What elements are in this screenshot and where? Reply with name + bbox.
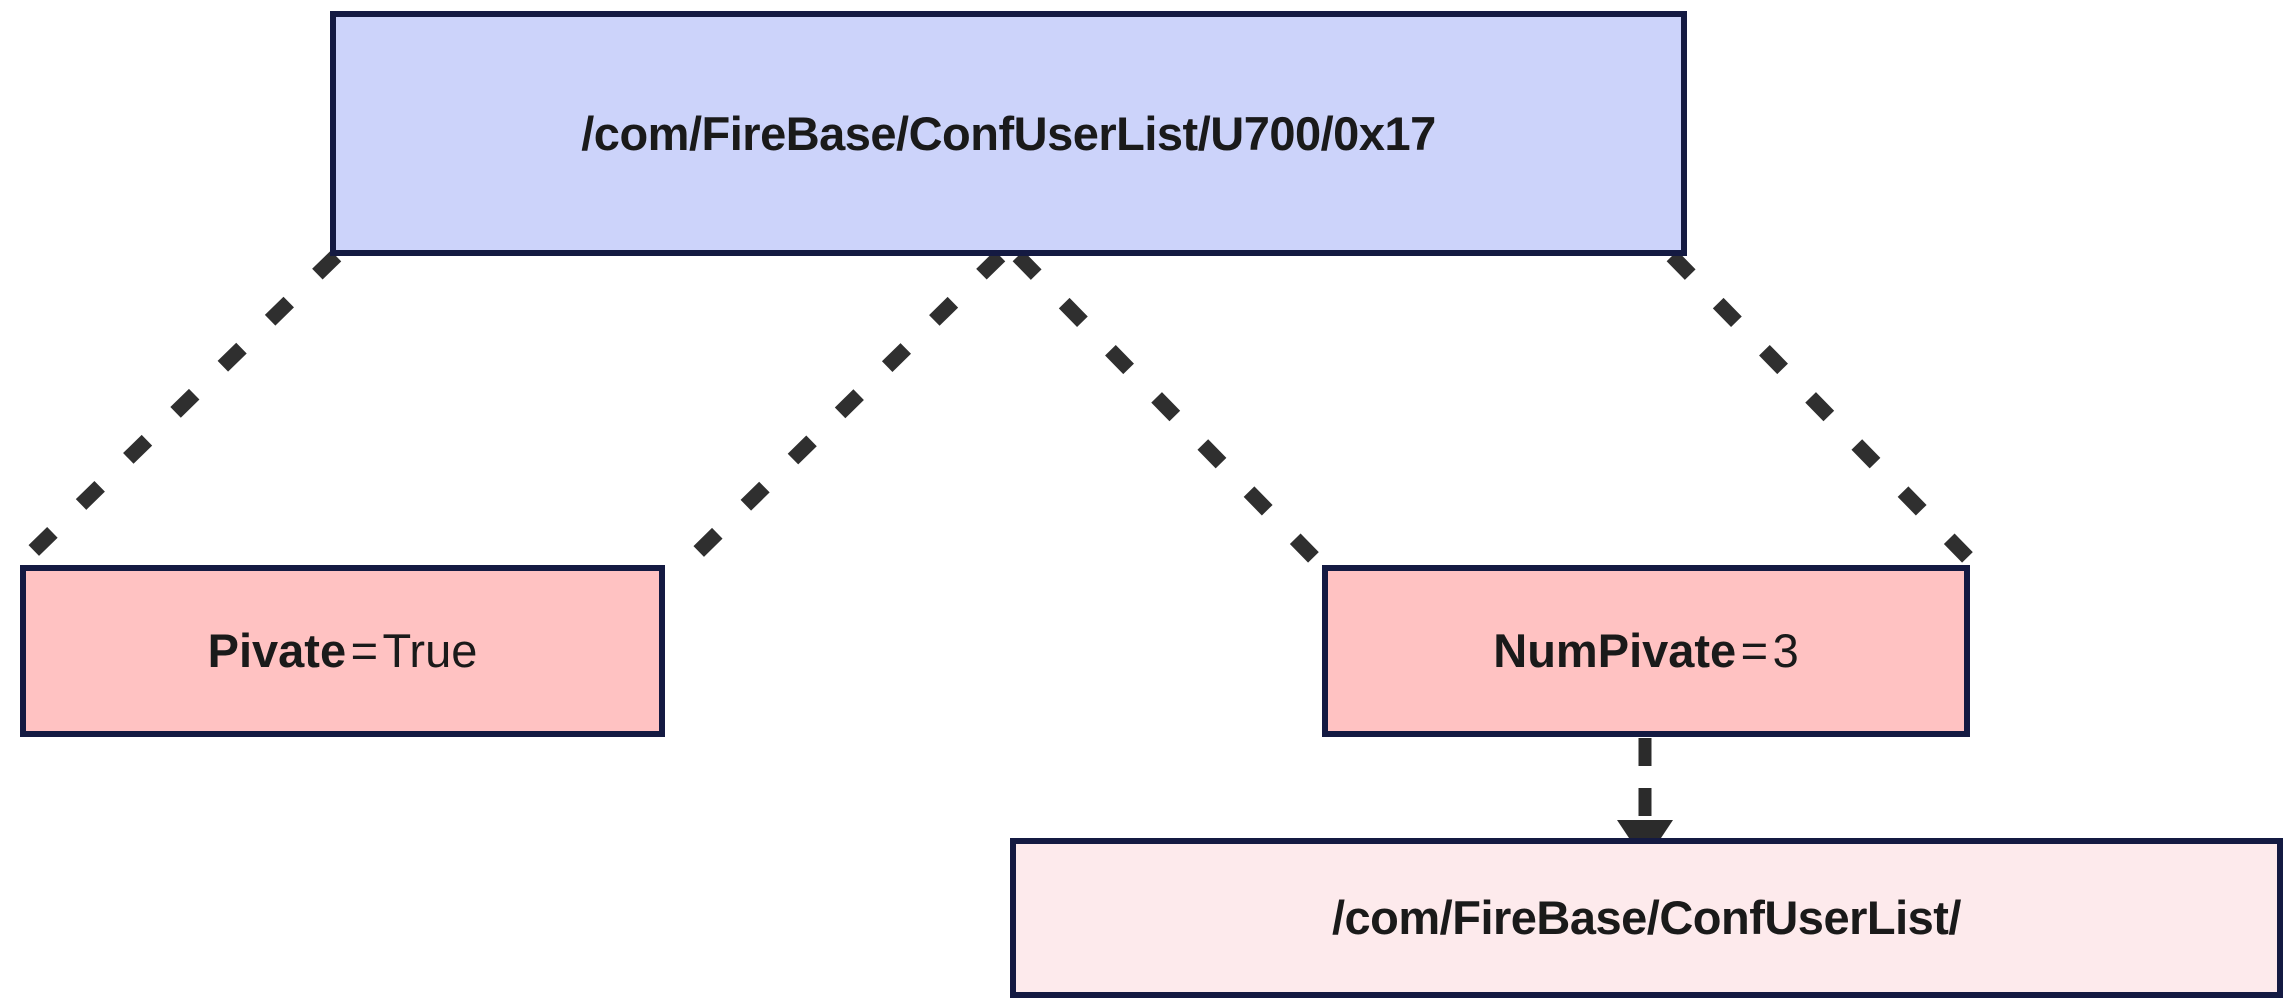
edge-root-private-inner	[682, 250, 1006, 568]
node-attribute-numprivate-key: NumPivate	[1493, 624, 1737, 678]
node-attribute-numprivate[interactable]: NumPivate = 3	[1322, 565, 1970, 737]
node-parent-path-label: /com/FireBase/ConfUserList/	[1331, 891, 1962, 945]
edge-root-numprivate-inner	[1012, 250, 1324, 568]
node-attribute-numprivate-value: 3	[1772, 624, 1799, 678]
edge-root-numprivate-outer	[1666, 250, 1978, 568]
node-attribute-private-key: Pivate	[207, 624, 347, 678]
node-attribute-private[interactable]: Pivate = True	[20, 565, 665, 737]
edge-root-private-outer	[16, 250, 342, 568]
node-attribute-private-separator: =	[350, 624, 379, 678]
node-root-path-label: /com/FireBase/ConfUserList/U700/0x17	[581, 106, 1436, 160]
node-root-path[interactable]: /com/FireBase/ConfUserList/U700/0x17	[330, 11, 1687, 256]
node-attribute-numprivate-separator: =	[1740, 624, 1769, 678]
node-parent-path[interactable]: /com/FireBase/ConfUserList/	[1010, 838, 2283, 998]
node-attribute-private-value: True	[382, 624, 478, 678]
